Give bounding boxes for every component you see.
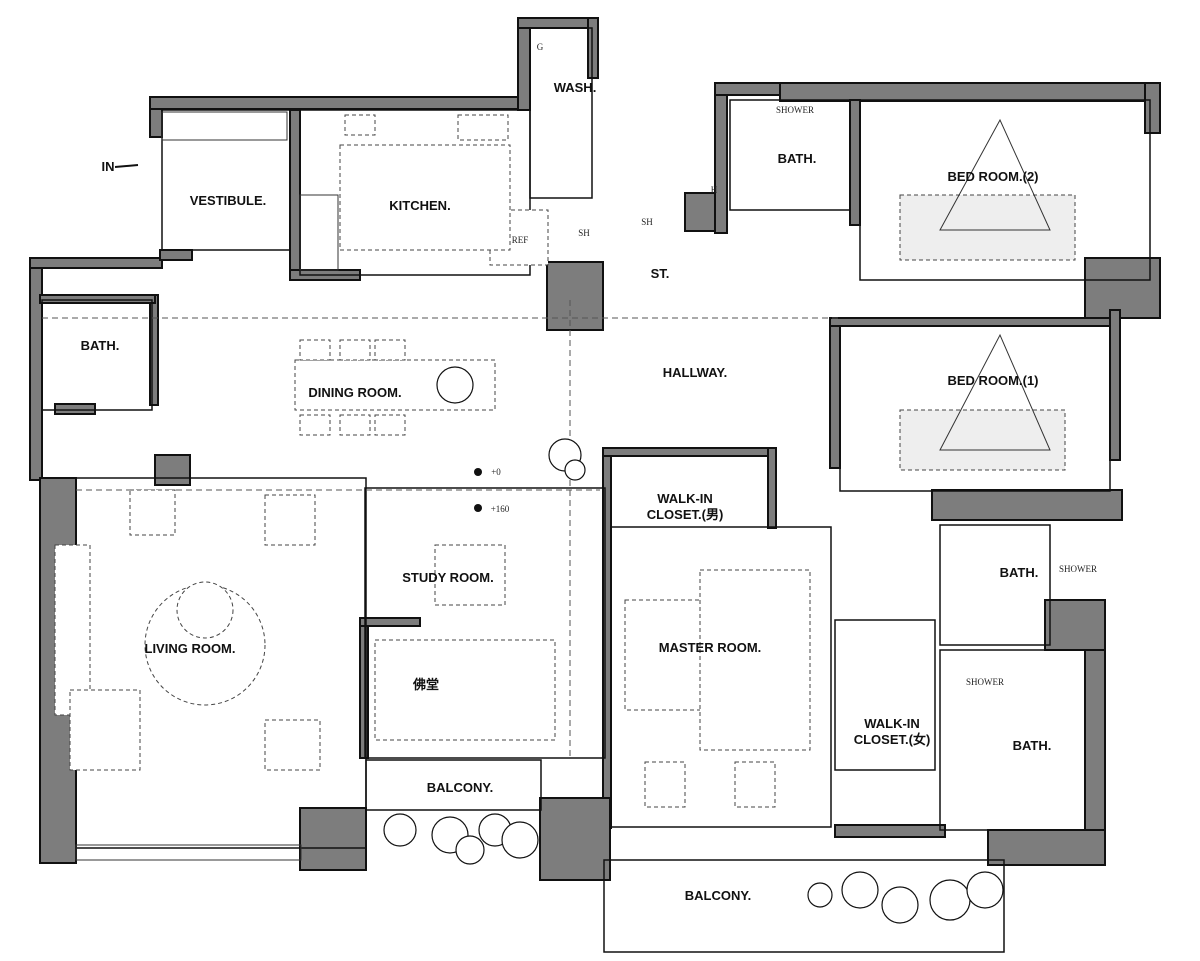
label-g: G [537, 42, 544, 52]
label-closet-m-line1: WALK-IN [657, 491, 713, 506]
label-shower-2: SHOWER [1059, 564, 1097, 574]
label-study-room: STUDY ROOM. [402, 570, 494, 585]
level-marker-160: +160 [491, 504, 510, 514]
entry-label: IN [102, 159, 115, 174]
label-wash: WASH. [554, 80, 597, 95]
label-bath-right1: BATH. [1000, 565, 1039, 580]
label-closet-m-line2: CLOSET.(男) [647, 507, 724, 522]
interior-lines [41, 27, 1151, 953]
label-master-room: MASTER ROOM. [659, 640, 762, 655]
plants [383, 366, 1004, 924]
label-hallway: HALLWAY. [663, 365, 728, 380]
label-bath-right2: BATH. [1013, 738, 1052, 753]
label-dining-room: DINING ROOM. [308, 385, 401, 400]
label-vestibule: VESTIBULE. [190, 193, 267, 208]
label-ref: REF [512, 235, 529, 245]
label-shower-1: SHOWER [776, 105, 814, 115]
level-marker-icon [474, 504, 482, 512]
label-shrine: 佛堂 [412, 677, 439, 692]
label-closet-f-line2: CLOSET.(女) [854, 732, 931, 747]
level-marker-icon [474, 468, 482, 476]
label-bed-room-1: BED ROOM.(1) [948, 373, 1039, 388]
label-bath-left: BATH. [81, 338, 120, 353]
label-kitchen: KITCHEN. [389, 198, 450, 213]
furniture [54, 111, 1076, 808]
label-bed-room-2: BED ROOM.(2) [948, 169, 1039, 184]
label-bath-top: BATH. [778, 151, 817, 166]
label-balcony-2: BALCONY. [685, 888, 751, 903]
fixture-labels: REF SH SH SHOWER SHOWER SHOWER G H +0 +1… [114, 42, 1097, 687]
label-storage: ST. [651, 266, 670, 281]
label-sh-1: SH [578, 228, 590, 238]
label-sh-2: SH [641, 217, 653, 227]
label-balcony-1: BALCONY. [427, 780, 493, 795]
room-labels: IN VESTIBULE. KITCHEN. WASH. BATH. BED R… [81, 80, 1052, 903]
label-h: H [711, 185, 718, 195]
label-living-room: LIVING ROOM. [145, 641, 236, 656]
label-closet-f-line1: WALK-IN [864, 716, 920, 731]
label-shower-3: SHOWER [966, 677, 1004, 687]
entry-arrow-icon [114, 164, 139, 168]
level-marker-0: +0 [491, 467, 501, 477]
